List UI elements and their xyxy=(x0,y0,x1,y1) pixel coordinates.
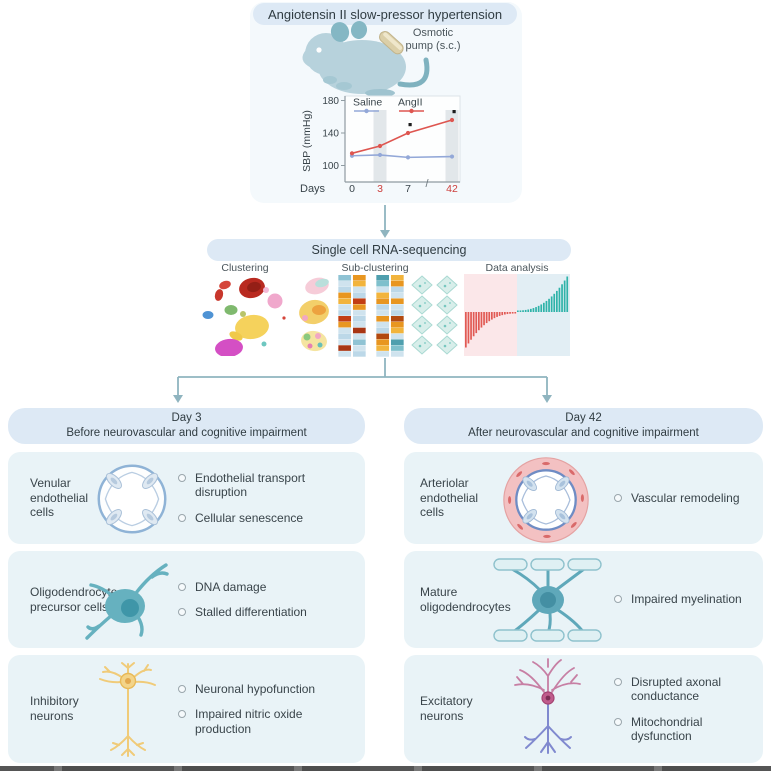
panel-label-clustering: Clustering xyxy=(221,262,269,274)
heatmap-strip-1 xyxy=(338,275,366,357)
day42-subtitle: After neurovascular and cognitive impair… xyxy=(468,427,699,439)
xtick-7: 7 xyxy=(405,183,411,195)
bullet-circle-icon xyxy=(614,677,622,686)
flow-connectors xyxy=(173,205,552,403)
xtick-42: 42 xyxy=(446,183,458,195)
cropped-caption-edge xyxy=(0,766,771,771)
figure-title: Angiotensin II slow-pressor hypertension xyxy=(267,6,503,22)
feature-plot-grid xyxy=(411,275,458,355)
legend-saline-label: Saline xyxy=(353,97,382,109)
row-excitatory-neurons: Excitatory neurons Disrupted axonal cond… xyxy=(404,655,763,763)
fold-change-waterfall xyxy=(464,274,570,356)
axis-break-mark: / xyxy=(425,178,429,190)
row-arteriolar-endothelial: Arteriolar endothelial cells xyxy=(404,452,763,544)
pump-label: Osmotic pump (s.c.) xyxy=(405,27,461,52)
xtick-0: 0 xyxy=(349,183,355,195)
day3-title: Day 3 xyxy=(171,412,202,425)
finding-item: Mitochondrial dysfunction xyxy=(614,715,764,744)
arteriole-cross-section-icon xyxy=(503,457,589,543)
subcluster-umaps xyxy=(299,277,329,352)
bullet-circle-icon xyxy=(178,684,186,693)
mature-oligodendrocyte-icon xyxy=(493,558,602,642)
x-axis-label: Days xyxy=(300,183,326,195)
row-inhibitory-neurons: Inhibitory neurons Neuronal hypofunction… xyxy=(8,655,365,763)
panel-label-subclustering: Sub-clustering xyxy=(341,262,409,274)
cell-type-label: Mature oligodendrocytes xyxy=(420,584,511,614)
plot-frame xyxy=(344,95,461,183)
sequencing-title-pill: Single cell RNA-sequencing xyxy=(207,239,571,261)
sbp-chart: 180 140 100 SBP (mmHg) Days 0 3 7 42 / S… xyxy=(300,95,461,195)
ytick-180: 180 xyxy=(322,96,339,107)
venule-cross-section-icon xyxy=(97,464,167,534)
y-axis-label: SBP (mmHg) xyxy=(301,110,313,172)
cell-type-label: Excitatory neurons xyxy=(420,694,473,723)
mouse-tail xyxy=(397,57,430,88)
finding-item: Cellular senescence xyxy=(178,511,343,525)
sbp-series xyxy=(349,110,456,160)
day42-title: Day 42 xyxy=(565,412,602,425)
finding-item: Endothelial transport disruption xyxy=(178,471,343,500)
row-mature-oligodendrocytes: Mature oligodendrocytes Impai xyxy=(404,551,763,648)
finding-item: DNA damage xyxy=(178,580,343,594)
figure-title-pill: Angiotensin II slow-pressor hypertension xyxy=(253,3,517,25)
mouse-eye xyxy=(316,47,322,53)
finding-item: Neuronal hypofunction xyxy=(178,682,343,696)
xtick-3: 3 xyxy=(377,183,383,195)
legend-angii-label: AngII xyxy=(398,97,423,109)
cell-type-label: Venular endothelial cells xyxy=(30,476,89,520)
cell-type-label: Oligodendrocyte precursor cells xyxy=(30,584,118,614)
day3-header-pill: Day 3 Before neurovascular and cognitive… xyxy=(8,408,365,444)
mouse-ear xyxy=(350,21,368,39)
row-opc: Oligodendrocyte precursor cells DNA dama… xyxy=(8,551,365,648)
cell-type-label: Inhibitory neurons xyxy=(30,694,79,723)
finding-item: Stalled differentiation xyxy=(178,605,343,619)
panel-label-data-analysis: Data analysis xyxy=(485,262,549,274)
finding-item: Impaired nitric oxide production xyxy=(178,707,343,736)
bullet-circle-icon xyxy=(178,513,186,522)
ytick-100: 100 xyxy=(322,161,339,172)
bullet-circle-icon xyxy=(178,710,186,719)
bullet-circle-icon xyxy=(614,595,622,604)
bullet-circle-icon xyxy=(614,717,622,726)
row-venular-endothelial: Venular endothelial cells Endothelial tr… xyxy=(8,452,365,544)
bullet-circle-icon xyxy=(178,582,186,591)
sequencing-title: Single cell RNA-sequencing xyxy=(311,243,467,257)
oligodendrocyte-precursor-cell-icon xyxy=(85,563,169,640)
arrow-down-icon xyxy=(173,395,183,403)
bullet-circle-icon xyxy=(178,608,186,616)
mouse-ear xyxy=(330,22,350,42)
bullet-circle-icon xyxy=(614,493,622,502)
inhibitory-neuron-icon xyxy=(99,662,156,757)
day3-subtitle: Before neurovascular and cognitive impai… xyxy=(66,427,307,439)
arrow-down-icon xyxy=(380,230,390,238)
bullet-circle-icon xyxy=(178,473,186,482)
day42-shading xyxy=(445,110,459,182)
osmotic-pump-icon xyxy=(379,30,404,55)
cell-type-label: Arteriolar endothelial cells xyxy=(420,476,479,520)
mouse-icon xyxy=(302,21,430,97)
heatmap-strip-2 xyxy=(376,275,404,357)
finding-item: Disrupted axonal conductance xyxy=(614,675,764,704)
finding-item: Vascular remodeling xyxy=(614,491,759,505)
ytick-140: 140 xyxy=(322,129,339,140)
day42-header-pill: Day 42 After neurovascular and cognitive… xyxy=(404,408,763,444)
arrow-down-icon xyxy=(542,395,552,403)
finding-item: Impaired myelination xyxy=(614,592,759,606)
excitatory-neuron-icon xyxy=(514,658,581,754)
umap-clustering-plot xyxy=(202,277,286,356)
